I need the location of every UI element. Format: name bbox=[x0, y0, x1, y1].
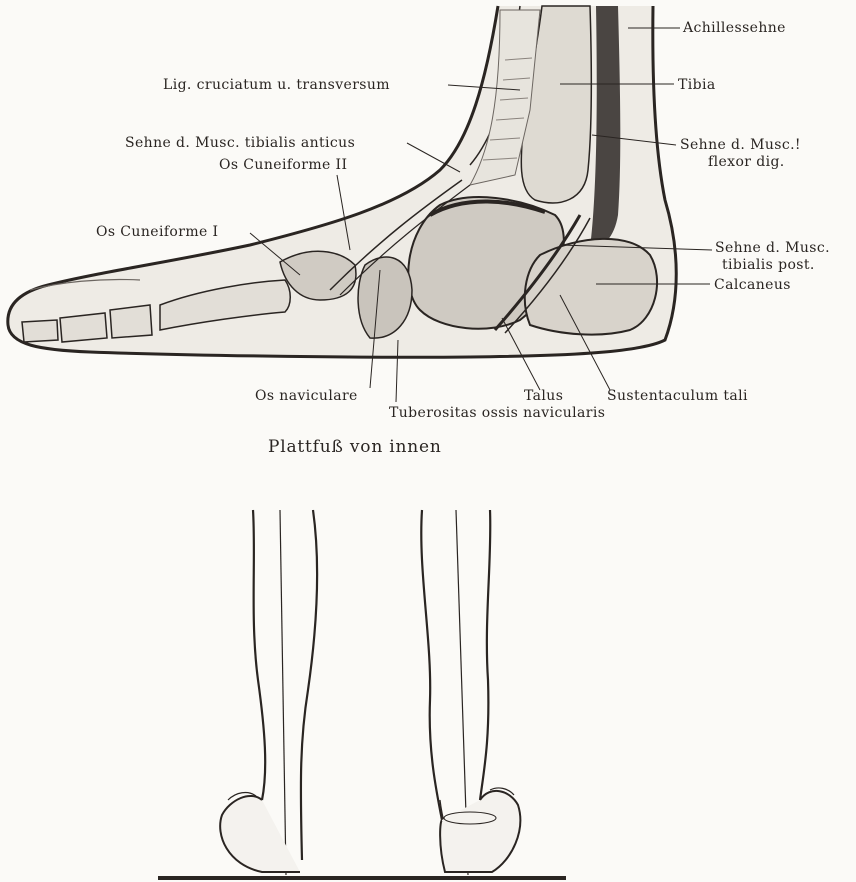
label-os-cuneiforme-1: Os Cuneiforme I bbox=[96, 224, 218, 240]
label-talus: Talus bbox=[524, 388, 563, 404]
label-achillessehne: Achillessehne bbox=[683, 20, 786, 36]
left-foot bbox=[220, 796, 300, 872]
figure-caption: Plattfuß von innen bbox=[268, 437, 442, 457]
right-foot bbox=[440, 791, 520, 872]
label-tibia: Tibia bbox=[678, 77, 716, 93]
label-sehne-flexor-line1: Sehne d. Musc.! bbox=[680, 137, 801, 153]
label-tuberositas: Tuberositas ossis navicularis bbox=[389, 405, 605, 421]
label-os-naviculare: Os naviculare bbox=[255, 388, 358, 404]
label-sehne-flexor-line2: flexor dig. bbox=[708, 154, 785, 170]
label-calcaneus: Calcaneus bbox=[714, 277, 791, 293]
label-sehne-tibialis-post-line2: tibialis post. bbox=[722, 257, 815, 273]
label-sehne-tibialis-post-line1: Sehne d. Musc. bbox=[715, 240, 830, 256]
label-sehne-tibialis-anticus: Sehne d. Musc. tibialis anticus bbox=[125, 135, 355, 151]
label-sustentaculum-tali: Sustentaculum tali bbox=[607, 388, 748, 404]
legs-posterior-view bbox=[158, 510, 566, 878]
foot-medial-view bbox=[8, 6, 712, 402]
label-lig-cruciatum: Lig. cruciatum u. transversum bbox=[163, 77, 390, 93]
label-os-cuneiforme-2: Os Cuneiforme II bbox=[219, 157, 347, 173]
